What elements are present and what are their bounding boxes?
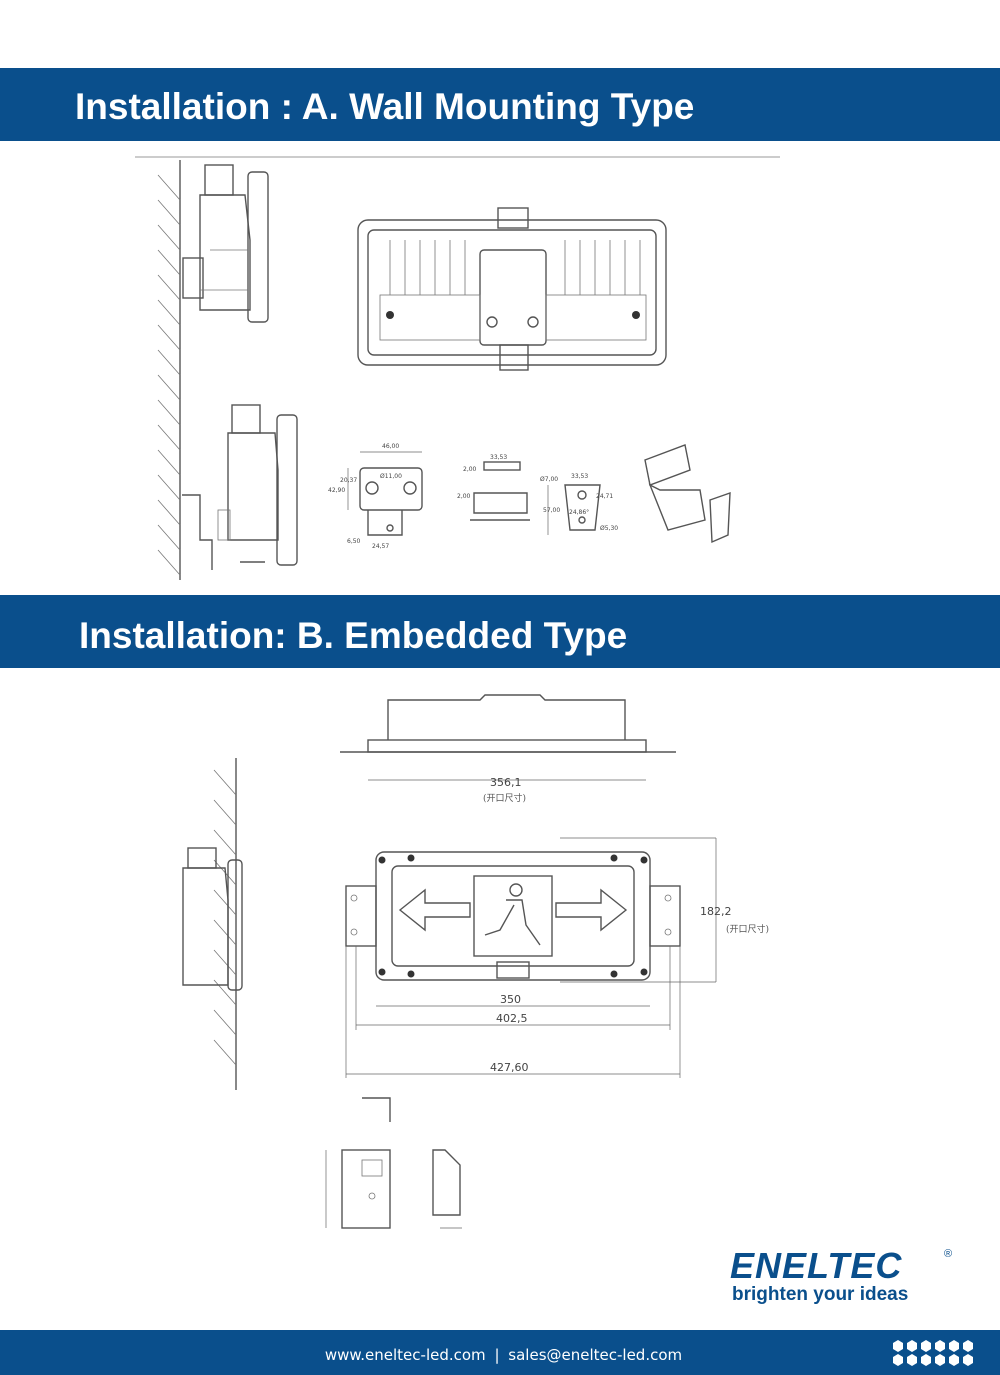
dim-402-5: 402,5 (496, 1012, 528, 1025)
dim-6-50: 6,50 (347, 538, 361, 545)
front-view (357, 207, 667, 371)
dim-33-53-b: 33,53 (571, 473, 588, 480)
dim-46: 46,00 (382, 443, 399, 450)
bracket-detail-3: Ø7,00 33,53 24,71 57,00 24,86° Ø5,30 (540, 473, 618, 535)
dim-20-37: 20,37 (340, 477, 357, 484)
side-view-top (182, 164, 269, 323)
brand-name: ENELTEC (730, 1245, 903, 1286)
email-link[interactable]: sales@eneltec-led.com (508, 1346, 683, 1364)
dim-33-53-a: 33,53 (490, 454, 507, 461)
registered-mark: ® (944, 1248, 953, 1260)
hexagon-pattern-icon (893, 1340, 973, 1366)
dim-d7: Ø7,00 (540, 476, 558, 483)
bracket-detail-2: 33,53 2,00 2,00 (457, 454, 530, 521)
footer-separator: | (494, 1346, 500, 1364)
dim-356-note: (开口尺寸) (483, 792, 526, 804)
dim-24-57: 24,57 (372, 543, 389, 550)
embedded-top-view: 356,1 (开口尺寸) (340, 694, 676, 804)
section-b-header: Installation: B. Embedded Type (0, 595, 1000, 668)
bracket-detail-1: 46,00 20,37 42,90 Ø11,00 6,50 24,57 (328, 443, 423, 550)
dim-182: 182,2 (700, 905, 732, 918)
brand-slogan: brighten your ideas (732, 1284, 909, 1305)
embedded-front-view: 182,2 (开口尺寸) 350 402,5 427,60 (345, 837, 769, 1078)
dim-2-b: 2,00 (457, 493, 471, 500)
footer-bar: www.eneltec-led.com | sales@eneltec-led.… (0, 1330, 1000, 1375)
footer-contact: www.eneltec-led.com | sales@eneltec-led.… (0, 1348, 1000, 1363)
dim-d11: Ø11,00 (380, 473, 402, 480)
dim-d5-30: Ø5,30 (600, 525, 618, 532)
wall-hatching-b (213, 758, 237, 1090)
dim-57: 57,00 (543, 507, 560, 514)
section-a-title: Installation : A. Wall Mounting Type (75, 86, 695, 127)
website-link[interactable]: www.eneltec-led.com (324, 1346, 486, 1364)
dim-42-90: 42,90 (328, 487, 345, 494)
embedded-bracket-detail (325, 1097, 462, 1229)
wall-hatching (157, 160, 181, 580)
dim-350: 350 (500, 993, 521, 1006)
brand-logo: ENELTEC ® brighten your ideas (730, 1248, 960, 1308)
dim-24-71: 24,71 (596, 493, 613, 500)
embedded-side-view (182, 847, 243, 991)
section-b-title: Installation: B. Embedded Type (79, 615, 628, 656)
bracket-isometric (644, 444, 731, 544)
section-a-header: Installation : A. Wall Mounting Type (0, 68, 1000, 141)
dim-356: 356,1 (490, 776, 522, 789)
dim-182-note: (开口尺寸) (726, 923, 769, 935)
side-view-bottom (182, 404, 298, 570)
dim-427-60: 427,60 (490, 1061, 529, 1074)
dim-2-a: 2,00 (463, 466, 477, 473)
dim-angle: 24,86° (569, 509, 589, 516)
